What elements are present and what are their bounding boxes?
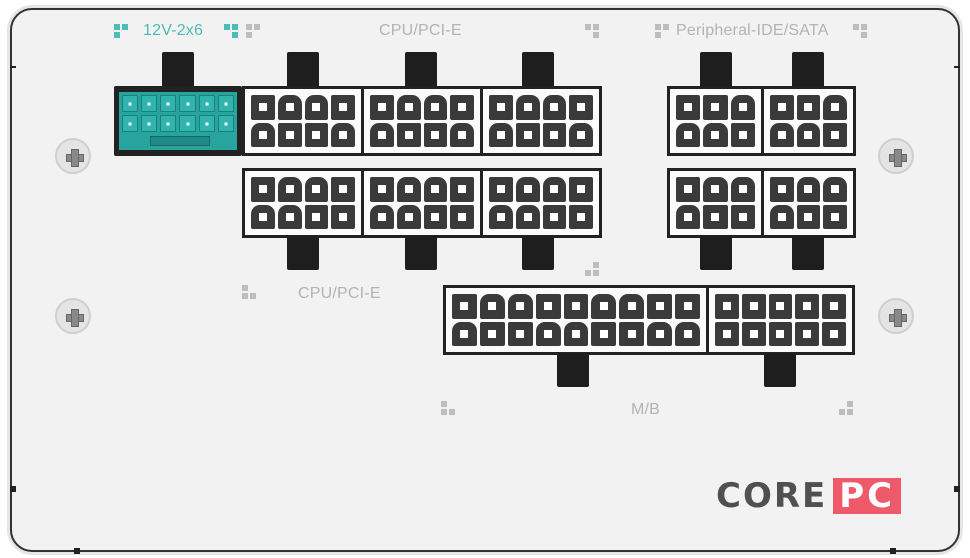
label-cpu-pcie-middle: CPU/PCI-E bbox=[298, 285, 381, 302]
deco-squares-icon bbox=[839, 401, 853, 415]
label-peripheral-ide-sata: Peripheral-IDE/SATA bbox=[676, 22, 829, 39]
deco-squares-icon bbox=[585, 24, 599, 38]
deco-squares-icon bbox=[441, 401, 455, 415]
deco-squares-icon bbox=[114, 24, 128, 38]
deco-squares-icon bbox=[224, 24, 238, 38]
connector-cpu-pcie-bottom-2[interactable] bbox=[361, 168, 483, 238]
connector-latch bbox=[405, 236, 437, 270]
connector-mb-10pin[interactable] bbox=[706, 285, 855, 355]
connector-latch bbox=[557, 353, 589, 387]
connector-latch bbox=[405, 52, 437, 88]
sense-pins bbox=[150, 136, 210, 146]
frame-notch bbox=[10, 66, 16, 68]
connector-latch bbox=[287, 236, 319, 270]
connector-peripheral-top-2[interactable] bbox=[761, 86, 856, 156]
connector-peripheral-bottom-2[interactable] bbox=[761, 168, 856, 238]
logo-text-pc: PC bbox=[833, 478, 902, 514]
label-cpu-pcie-top: CPU/PCI-E bbox=[379, 22, 462, 39]
connector-latch bbox=[162, 52, 194, 88]
screw-icon bbox=[878, 298, 914, 334]
deco-squares-icon bbox=[585, 262, 599, 276]
connector-latch bbox=[700, 236, 732, 270]
label-12v-2x6: 12V-2x6 bbox=[143, 22, 204, 39]
logo-text-core: CORE bbox=[716, 476, 828, 516]
connector-12v-2x6[interactable] bbox=[114, 86, 242, 156]
connector-latch bbox=[792, 52, 824, 88]
connector-latch bbox=[522, 52, 554, 88]
connector-cpu-pcie-bottom-1[interactable] bbox=[242, 168, 364, 238]
connector-latch bbox=[522, 236, 554, 270]
frame-notch bbox=[890, 548, 896, 554]
connector-cpu-pcie-top-3[interactable] bbox=[480, 86, 602, 156]
connector-latch bbox=[287, 52, 319, 88]
connector-peripheral-bottom-1[interactable] bbox=[667, 168, 764, 238]
deco-squares-icon bbox=[853, 24, 867, 38]
connector-12v-2x6-pins bbox=[119, 92, 237, 150]
frame-notch bbox=[10, 486, 16, 492]
connector-latch bbox=[700, 52, 732, 88]
frame-notch bbox=[74, 548, 80, 554]
connector-cpu-pcie-bottom-3[interactable] bbox=[480, 168, 602, 238]
frame-notch bbox=[954, 486, 960, 492]
connector-mb-18pin[interactable] bbox=[443, 285, 709, 355]
frame-notch bbox=[954, 66, 960, 68]
connector-latch bbox=[792, 236, 824, 270]
screw-icon bbox=[878, 138, 914, 174]
deco-squares-icon bbox=[246, 24, 260, 38]
label-mb: M/B bbox=[631, 401, 661, 418]
connector-latch bbox=[764, 353, 796, 387]
screw-icon bbox=[55, 138, 91, 174]
corepc-logo: CORE PC bbox=[716, 476, 902, 516]
connector-cpu-pcie-top-1[interactable] bbox=[242, 86, 364, 156]
screw-icon bbox=[55, 298, 91, 334]
deco-squares-icon bbox=[242, 285, 256, 299]
connector-cpu-pcie-top-2[interactable] bbox=[361, 86, 483, 156]
connector-peripheral-top-1[interactable] bbox=[667, 86, 764, 156]
deco-squares-icon bbox=[655, 24, 669, 38]
